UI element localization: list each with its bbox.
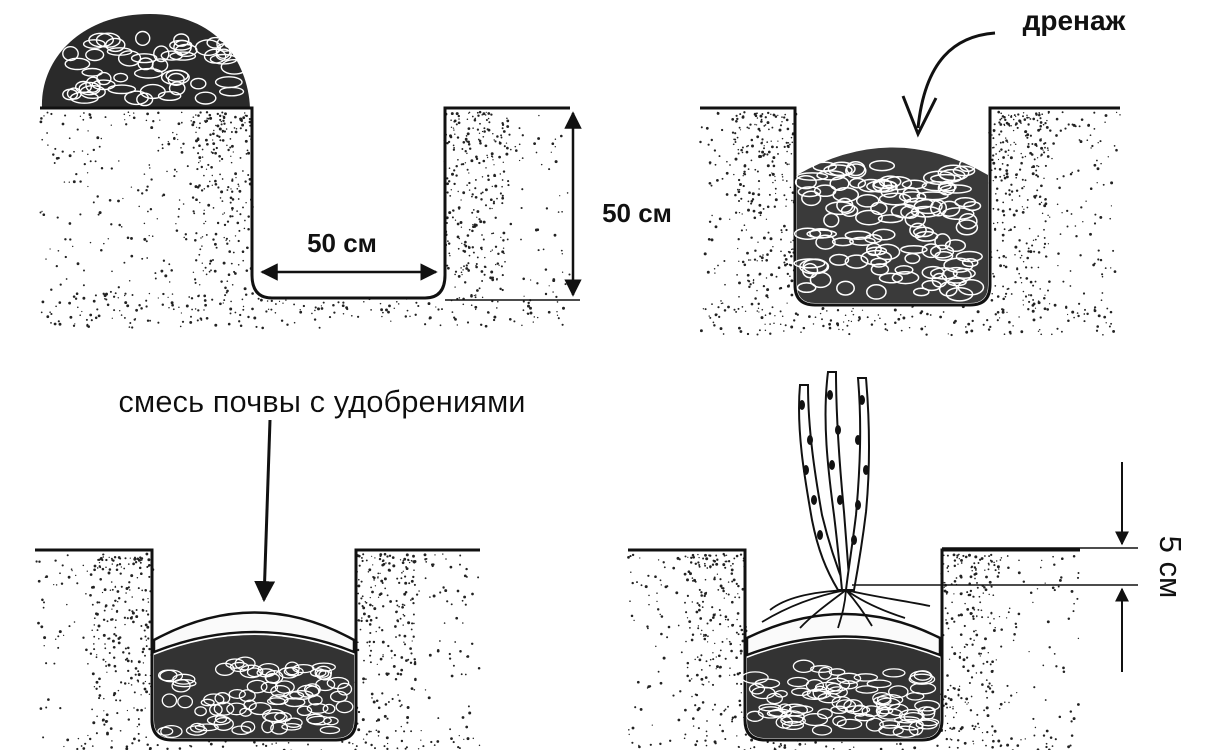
- rose-seedling: [761, 371, 931, 629]
- drainage-layer: [154, 635, 354, 739]
- soil-mix-pointer-arrow: [254, 419, 276, 603]
- scene-soil-mix-layer: смесь почвы с удобрениями: [35, 384, 526, 750]
- soil-stipple: [699, 110, 1121, 337]
- pit-outline: [35, 548, 480, 742]
- drainage-pointer-head: [901, 95, 938, 138]
- soil-mix-label: смесь почвы с удобрениями: [118, 384, 525, 419]
- depth-label: 50 см: [602, 198, 672, 228]
- pit-outline: [700, 106, 1120, 307]
- soil-stipple: [627, 552, 1080, 750]
- scene-seedling-planted: 5 см: [627, 371, 1188, 750]
- drainage-pointer-arrow: [916, 31, 996, 129]
- drainage-label: дренаж: [1023, 5, 1127, 36]
- drainage-layer: [793, 147, 988, 303]
- soil-stipple: [35, 552, 481, 750]
- pit-outline: [40, 106, 570, 300]
- width-label: 50 см: [307, 228, 377, 258]
- drainage-layer: [741, 639, 941, 738]
- seedling-roots: [761, 589, 931, 629]
- soil-stipple: [39, 110, 571, 330]
- pit-outline: [628, 548, 1080, 742]
- soil-mix-layer: [152, 611, 356, 654]
- scene-pit-dug: 50 см 50 см: [39, 14, 672, 330]
- soil-heap: [41, 14, 251, 108]
- scene-drainage-layer: дренаж: [699, 5, 1127, 337]
- root-collar-label: 5 см: [1153, 536, 1188, 599]
